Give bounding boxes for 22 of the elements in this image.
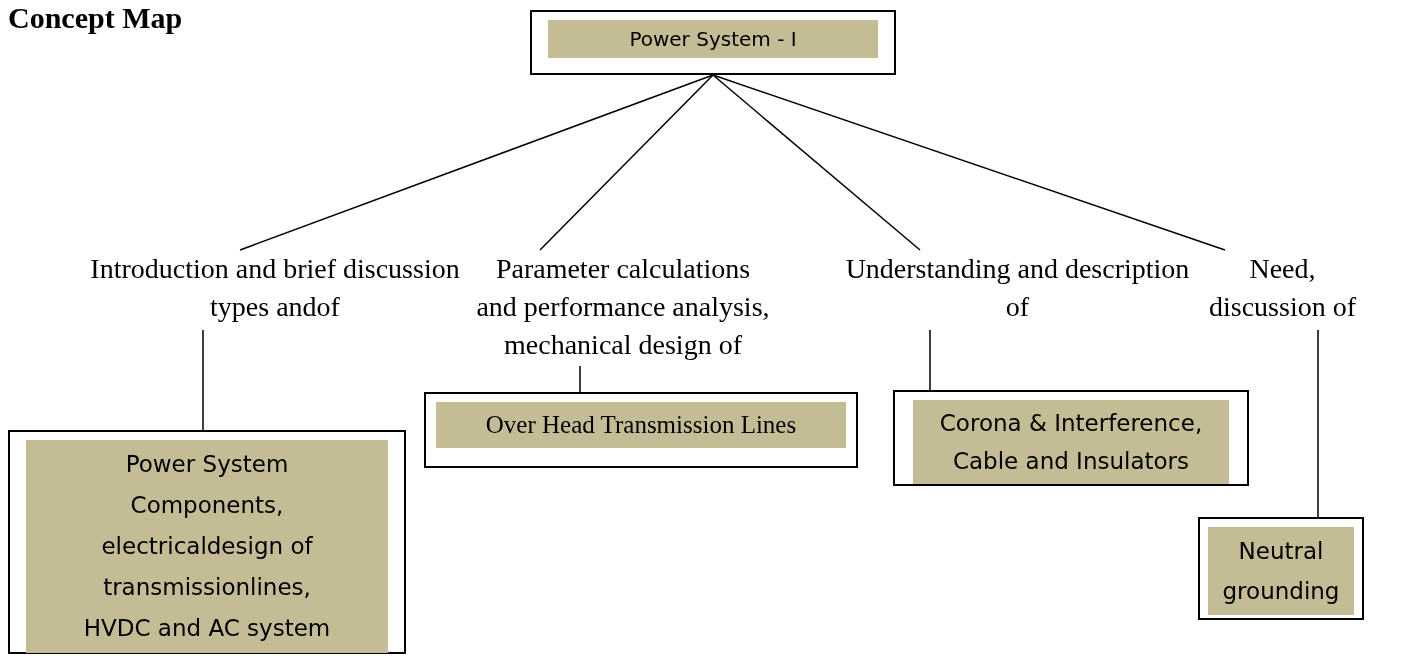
connector-line	[929, 329, 931, 391]
connector-line	[712, 74, 921, 251]
topic-text: Introduction and brief discussion types andof	[85, 250, 465, 330]
topic-text: Understanding and description of	[840, 250, 1195, 330]
node-label: Power System Components, electricaldesign of transmissionlines, HVDC and AC system	[82, 450, 332, 643]
connector-line	[539, 74, 714, 251]
connector-line	[202, 329, 204, 431]
concept-box	[424, 392, 858, 468]
connector-line	[239, 74, 714, 251]
concept-box	[530, 10, 896, 75]
connector-line	[1317, 329, 1319, 518]
node-label: Over Head Transmission Lines	[484, 410, 798, 440]
concept-box	[893, 390, 1249, 486]
concept-box	[1198, 517, 1364, 620]
title: Concept Map	[8, 0, 183, 36]
node-label: Corona & Interference, Cable and Insulators	[938, 409, 1204, 476]
node-label: Neutral grounding	[1221, 537, 1341, 606]
connector-line	[712, 74, 1226, 251]
connector-line	[579, 365, 581, 393]
topic-text: Parameter calculations and performance analysis, mechanical design of	[475, 250, 771, 366]
node-label: Power System - I	[628, 26, 798, 53]
topic-text: Need, discussion of	[1205, 250, 1360, 330]
